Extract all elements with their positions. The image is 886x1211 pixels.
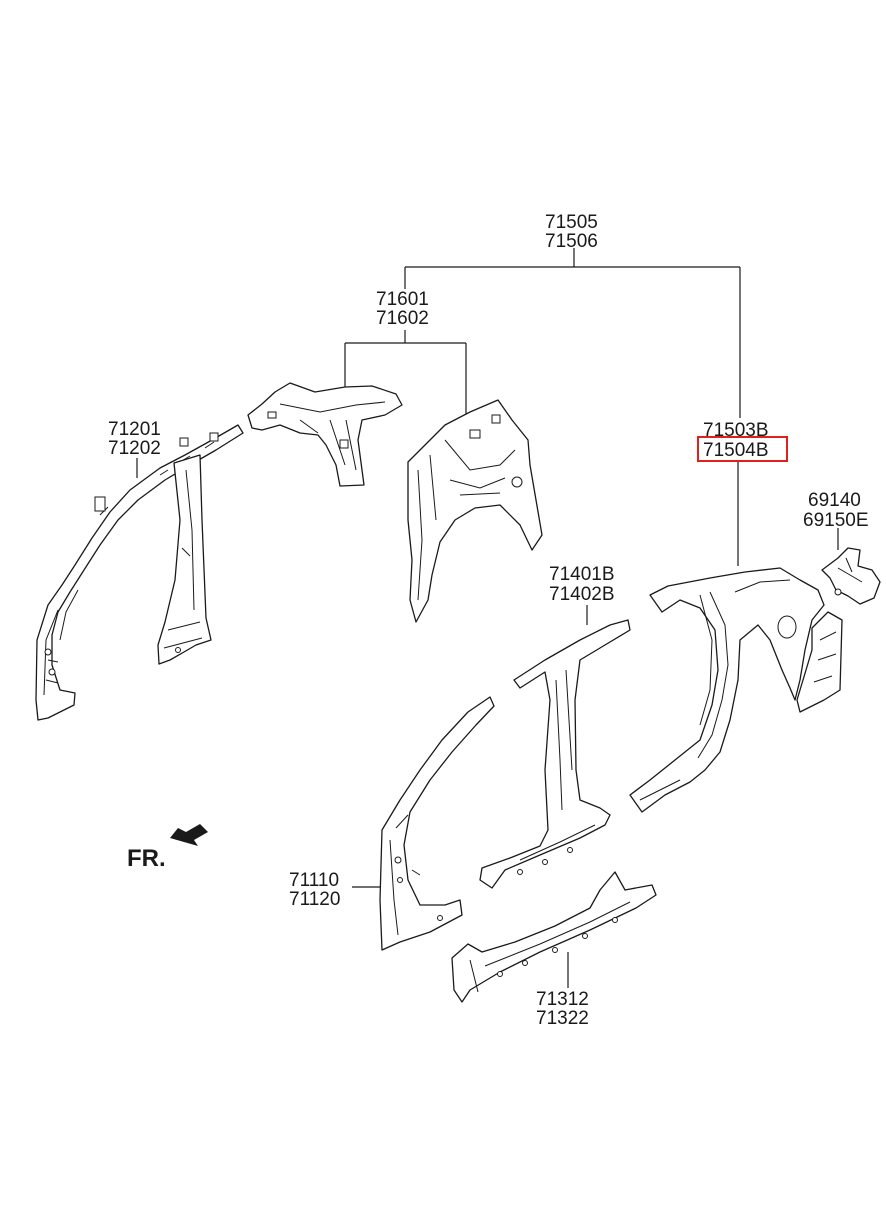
part-number-71401b: 71401B: [549, 564, 615, 585]
wheelhouse-inner-part: [407, 399, 543, 623]
part-number-71312: 71312: [536, 989, 589, 1010]
label-group-quarter-panel[interactable]: 71503B 71504B: [697, 420, 788, 462]
label-group-side-sill[interactable]: 71312 71322: [536, 989, 589, 1029]
label-group-center-pillar[interactable]: 71401B 71402B: [549, 564, 615, 605]
part-number-71202: 71202: [108, 438, 161, 459]
front-direction-indicator: FR.: [127, 824, 208, 872]
fr-label: FR.: [127, 845, 166, 872]
part-number-71322: 71322: [536, 1008, 589, 1029]
label-group-roof-rail[interactable]: 71201 71202: [108, 419, 161, 459]
part-number-69140: 69140: [808, 490, 861, 511]
leader-lines: [136, 248, 839, 988]
side-sill-part: [451, 871, 657, 1003]
part-number-71601: 71601: [376, 289, 429, 310]
label-group-side-outer[interactable]: 71505 71506: [545, 212, 598, 252]
part-number-71505: 71505: [545, 212, 598, 233]
label-group-rear-inner[interactable]: 71601 71602: [376, 289, 429, 329]
bracket-part: [821, 547, 881, 605]
front-pillar-part: [379, 696, 495, 951]
center-pillar-part: [479, 619, 631, 889]
arrow-front-icon: [170, 824, 208, 846]
part-number-69150e: 69150E: [803, 510, 869, 531]
part-number-71201: 71201: [108, 419, 161, 440]
part-number-71110: 71110: [289, 870, 339, 891]
part-number-71402b: 71402B: [549, 584, 615, 605]
roof-side-rail-part: [35, 424, 244, 721]
quarter-panel-part: [629, 567, 843, 813]
highlight-box: [697, 436, 788, 462]
part-number-71503b: 71503B: [703, 420, 769, 441]
part-number-71504b: 71504B: [703, 440, 769, 461]
label-group-front-pillar[interactable]: 71110 71120: [289, 870, 340, 910]
part-number-71602: 71602: [376, 308, 429, 329]
part-number-71506: 71506: [545, 231, 598, 252]
part-number-71120: 71120: [289, 889, 340, 910]
label-group-bracket[interactable]: 69140 69150E: [803, 490, 869, 531]
rear-pillar-inner-part: [247, 382, 403, 487]
